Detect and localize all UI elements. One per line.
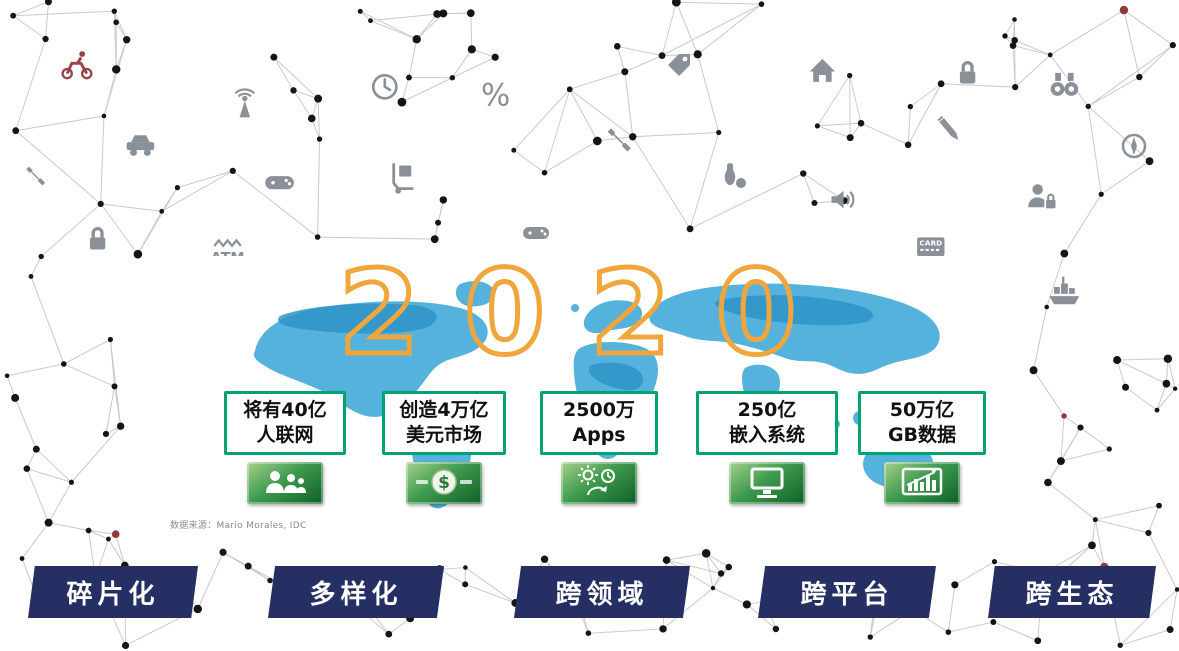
memory-card-icon: CARD: [917, 237, 945, 257]
bar-chart-icon: [901, 467, 943, 496]
gamepad-icon: [265, 176, 294, 190]
price-tag-icon: [668, 54, 690, 76]
car-icon: [126, 135, 155, 156]
banner-diversification: 多样化: [268, 566, 444, 618]
stat-line2: GB数据: [887, 424, 957, 446]
bar-chart-icon-tile: [884, 462, 960, 504]
stat-box-apps: 2500万 Apps: [540, 391, 658, 455]
year-2020: 2020: [336, 246, 842, 381]
apps-gears-icon-tile: [561, 462, 637, 504]
banner-cross-platform: 跨平台: [758, 566, 936, 618]
stat-line2: 人联网: [256, 424, 314, 446]
connected-people-icon: [266, 471, 306, 493]
stat-line2: 嵌入系统: [728, 424, 805, 446]
hand-truck-icon: [392, 163, 414, 194]
game-controller-icon: [523, 227, 549, 239]
bowling-icon: [724, 163, 746, 188]
wrench-icon: [26, 166, 46, 186]
stat-box-gb-data: 50万亿 GB数据: [858, 391, 986, 455]
stat-box-embedded-systems: 250亿 嵌入系统: [696, 391, 838, 455]
stat-line1: 创造4万亿: [399, 399, 489, 422]
percent-icon: %: [481, 78, 510, 114]
stat-box-market: 创造4万亿 美元市场: [382, 391, 506, 455]
person-security-icon: [1028, 184, 1056, 209]
ship-icon: [1049, 276, 1080, 305]
stat-line2: 美元市场: [405, 424, 482, 446]
stat-line1: 2500万: [563, 399, 635, 422]
stat-box-connected-people: 将有40亿 人联网: [224, 391, 346, 455]
banner-fragmentation: 碎片化: [28, 566, 198, 618]
clock-icon: [371, 73, 398, 100]
svg-text:$: $: [438, 473, 450, 493]
tools-icon: [607, 128, 631, 152]
monitor-icon: [750, 467, 784, 498]
apps-gears-icon: [578, 465, 615, 496]
stat-line1: 50万亿: [889, 399, 955, 422]
stat-line1: 250亿: [737, 399, 797, 422]
connected-people-icon-tile: [247, 462, 323, 504]
padlock-icon-2: [959, 60, 976, 84]
padlock-icon: [89, 226, 106, 250]
antenna-icon: [234, 88, 255, 118]
binoculars-icon: [1050, 72, 1079, 96]
banner-cross-ecosystem: 跨生态: [988, 566, 1156, 618]
banner-cross-domain: 跨领域: [514, 566, 690, 618]
speaker-icon: [831, 190, 855, 209]
compass-icon: [1121, 133, 1147, 159]
monitor-icon-tile: [729, 462, 805, 504]
moped-icon: [61, 51, 93, 80]
house-icon: [809, 58, 836, 82]
svg-text:CARD: CARD: [919, 239, 942, 248]
pencil-icon: [937, 115, 959, 140]
dollar-coin-icon-tile: $: [406, 462, 482, 504]
dollar-coin-icon: $: [416, 469, 472, 495]
svg-text:%: %: [481, 78, 510, 114]
source-note: 数据来源：Mario Morales, IDC: [170, 521, 307, 531]
stat-line2: Apps: [572, 424, 626, 446]
stat-line1: 将有40亿: [243, 399, 327, 422]
